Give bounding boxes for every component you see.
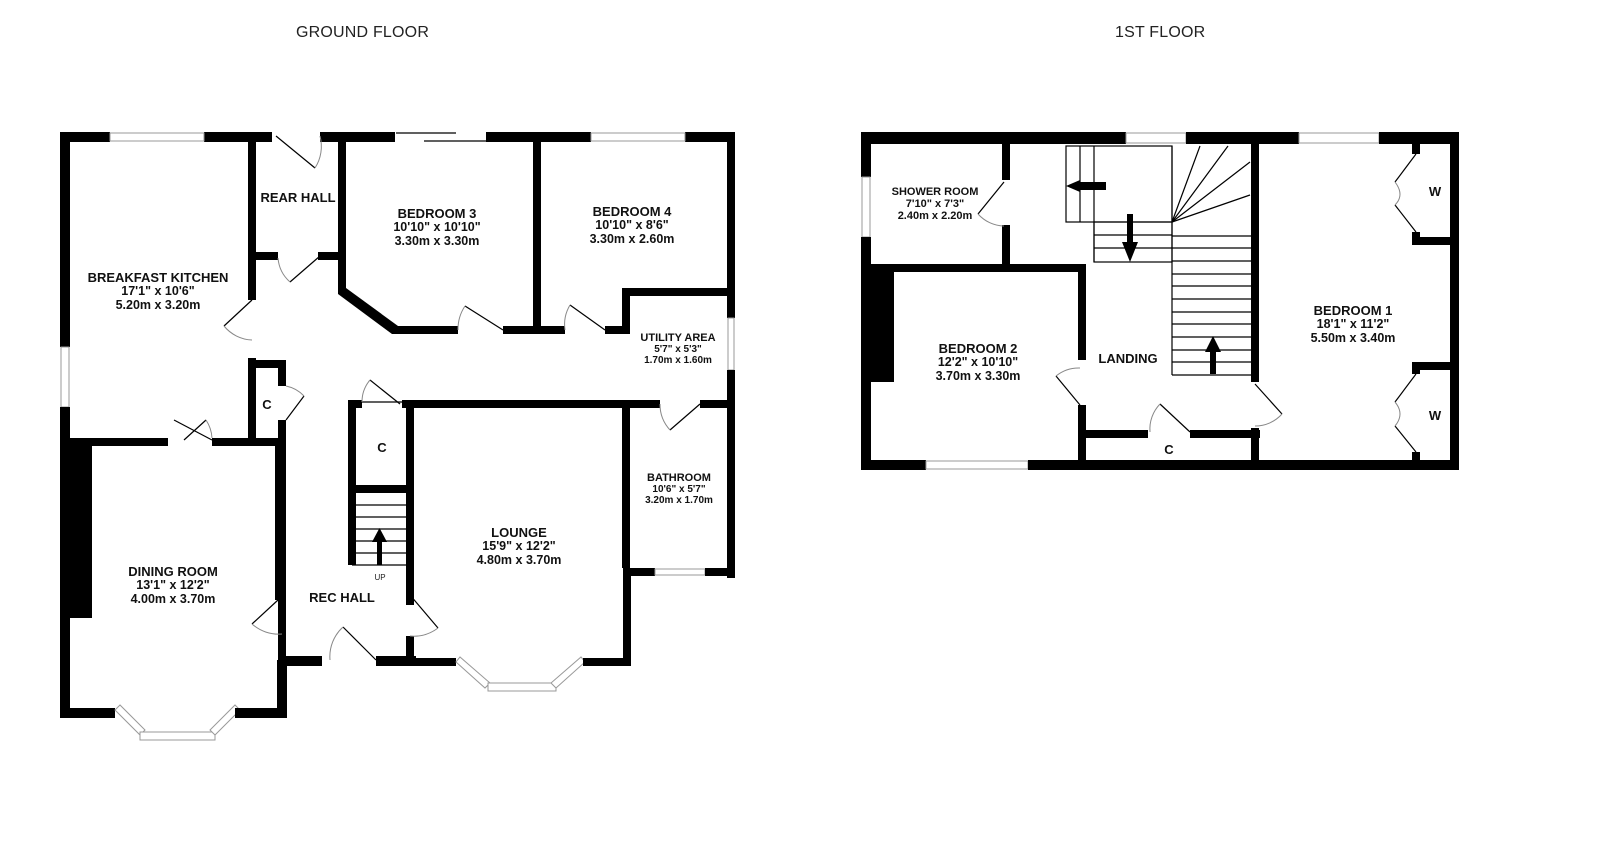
room-name: BATHROOM	[647, 472, 711, 484]
room-name: BEDROOM 3	[397, 206, 477, 221]
room-name: SHOWER ROOM	[891, 186, 979, 198]
room-name: REC HALL	[309, 590, 375, 605]
room-bathroom: BATHROOM 10'6" x 5'7" 3.20m x 1.70m	[645, 472, 713, 506]
room-dimensions-metric: 3.20m x 1.70m	[645, 495, 713, 507]
room-name: BEDROOM 2	[938, 341, 1018, 356]
room-dimensions-metric: 2.40m x 2.20m	[897, 210, 973, 223]
room-rear-hall: REAR HALL	[260, 190, 336, 205]
room-dimensions-imperial: 5'7" x 5'3"	[654, 344, 702, 356]
first-floor-walls	[861, 132, 1459, 470]
room-rec-hall: REC HALL	[309, 590, 375, 605]
room-dimensions-metric: 3.30m x 2.60m	[589, 232, 675, 247]
room-bedroom-3: BEDROOM 3 10'10" x 10'10" 3.30m x 3.30m	[393, 206, 481, 249]
room-dimensions-imperial: 12'2" x 10'10"	[937, 355, 1019, 370]
room-name: BREAKFAST KITCHEN	[87, 270, 229, 285]
room-breakfast-kitchen: BREAKFAST KITCHEN 17'1" x 10'6" 5.20m x …	[87, 270, 229, 313]
room-name: LOUNGE	[491, 525, 547, 540]
room-dimensions-imperial: 10'10" x 10'10"	[393, 220, 481, 235]
room-bedroom-1: BEDROOM 1 18'1" x 11'2" 5.50m x 3.40m	[1310, 303, 1396, 346]
room-dimensions-metric: 4.80m x 3.70m	[476, 553, 562, 568]
room-shower-room: SHOWER ROOM 7'10" x 7'3" 2.40m x 2.20m	[892, 186, 979, 222]
room-dimensions-metric: 5.20m x 3.20m	[115, 298, 201, 313]
wardrobe-label: W	[1428, 184, 1442, 199]
room-name: DINING ROOM	[128, 564, 218, 579]
room-name: BEDROOM 4	[592, 204, 672, 219]
room-dimensions-imperial: 18'1" x 11'2"	[1316, 317, 1390, 332]
ground-floor-doors	[173, 135, 701, 661]
room-dimensions-imperial: 17'1" x 10'6"	[121, 284, 195, 299]
room-dimensions-imperial: 7'10" x 7'3"	[905, 198, 965, 211]
ground-floor-walls	[60, 132, 735, 741]
first-floor-title: 1ST FLOOR	[1115, 24, 1206, 41]
cupboard-label: C	[377, 440, 387, 455]
room-dimensions-imperial: 10'10" x 8'6"	[595, 218, 669, 233]
room-bedroom-2: BEDROOM 2 12'2" x 10'10" 3.70m x 3.30m	[935, 341, 1021, 384]
room-name: UTILITY AREA	[640, 332, 716, 344]
room-dimensions-metric: 5.50m x 3.40m	[1310, 331, 1396, 346]
room-name: BEDROOM 1	[1313, 303, 1393, 318]
cupboard-label: C	[262, 397, 272, 412]
ground-floor-title: GROUND FLOOR	[296, 24, 430, 41]
first-floor-stairs	[1065, 145, 1251, 376]
room-dimensions-metric: 3.70m x 3.30m	[935, 369, 1021, 384]
room-name: LANDING	[1098, 351, 1158, 366]
room-lounge: LOUNGE 15'9" x 12'2" 4.80m x 3.70m	[476, 525, 562, 568]
wardrobe-label: W	[1428, 408, 1442, 423]
room-landing: LANDING	[1098, 351, 1158, 366]
stairs-up-label: UP	[374, 573, 386, 582]
room-dimensions-metric: 3.30m x 3.30m	[394, 234, 480, 249]
room-dimensions-metric: 1.70m x 1.60m	[644, 355, 712, 367]
room-dining-room: DINING ROOM 13'1" x 12'2" 4.00m x 3.70m	[128, 564, 218, 607]
room-dimensions-metric: 4.00m x 3.70m	[130, 592, 216, 607]
room-name: REAR HALL	[260, 190, 336, 205]
room-dimensions-imperial: 10'6" x 5'7"	[652, 484, 706, 496]
room-utility-area: UTILITY AREA 5'7" x 5'3" 1.70m x 1.60m	[640, 332, 715, 366]
first-floor-doors	[977, 153, 1417, 453]
room-dimensions-imperial: 15'9" x 12'2"	[482, 539, 556, 554]
room-dimensions-imperial: 13'1" x 12'2"	[136, 578, 210, 593]
room-bedroom-4: BEDROOM 4 10'10" x 8'6" 3.30m x 2.60m	[589, 204, 675, 247]
cupboard-label: C	[1164, 442, 1174, 457]
